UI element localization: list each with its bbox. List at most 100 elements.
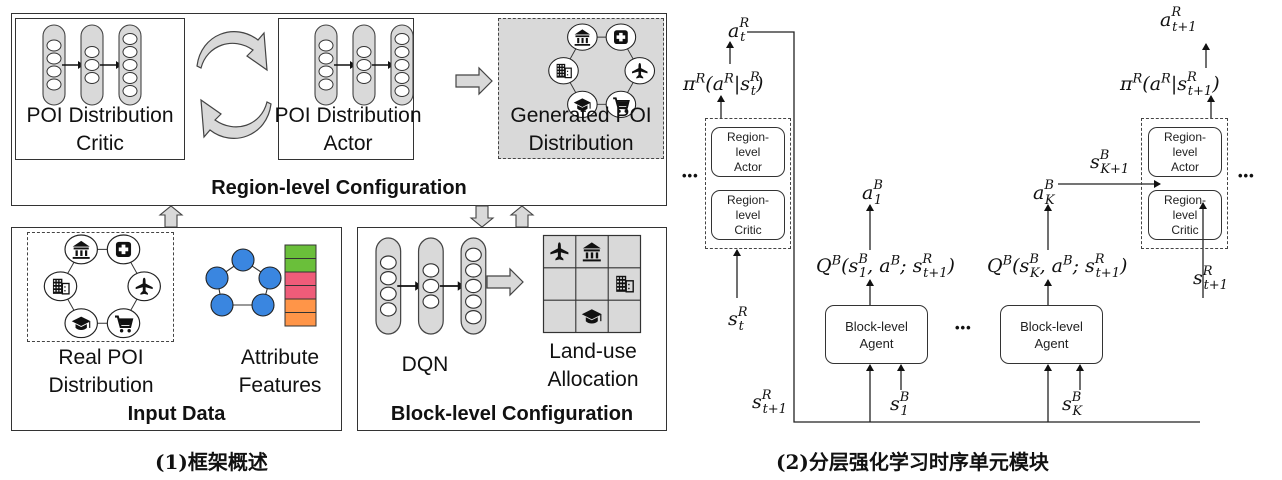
neuron [379, 255, 397, 270]
neuron [356, 59, 372, 71]
neuron [84, 46, 100, 58]
graduation-cap-icon [581, 309, 602, 324]
neuron [84, 59, 100, 71]
neuron [356, 46, 372, 58]
neuron [394, 72, 410, 84]
action-block-K: aBK [1033, 178, 1055, 208]
graduation-cap-icon [71, 316, 91, 331]
actor-network-icon [314, 24, 414, 106]
generated-poi-graph [548, 23, 656, 119]
neuron [379, 271, 397, 286]
generated-label-line1: Generated POI [510, 104, 652, 127]
refresh-cycle-icon [196, 31, 272, 139]
region-level-configuration-title: Region-level Configuration [211, 177, 467, 199]
building-icon [52, 278, 70, 295]
land-use-grid [542, 234, 642, 334]
hospital-icon [614, 30, 628, 45]
graph-node [205, 266, 229, 290]
feature-cell [284, 271, 317, 286]
neuron [318, 78, 334, 91]
neuron [46, 39, 62, 52]
critic-network-icon [42, 24, 142, 106]
neuron [122, 59, 138, 71]
ellipsis-left: ••• [682, 168, 699, 183]
real-poi-label-line2: Distribution [48, 374, 154, 397]
neuron [465, 310, 482, 325]
feature-cell [284, 244, 317, 259]
state-block-1: sB1 [890, 390, 910, 419]
landuse-label-line1: Land-use [549, 340, 637, 363]
dqn-network-icon [375, 237, 487, 335]
region-level-actor-t: Region- level Actor [711, 127, 785, 177]
neuron [318, 65, 334, 78]
state-block-K: sBK [1062, 390, 1083, 419]
neuron [122, 85, 138, 97]
bank-icon [582, 242, 601, 262]
critic-label-line1: POI Distribution [26, 104, 174, 127]
neuron [46, 65, 62, 78]
real-poi-graph [43, 234, 161, 339]
right-arrow-icon [455, 66, 493, 96]
graph-node [231, 248, 255, 272]
poi-distribution-critic-box [15, 18, 185, 160]
neuron [84, 72, 100, 84]
neuron [465, 263, 482, 278]
airplane-icon [550, 242, 569, 261]
neuron [465, 278, 482, 294]
neuron [422, 294, 440, 309]
input-data-title: Input Data [127, 403, 226, 425]
ellipsis-right: ••• [1238, 168, 1255, 183]
neuron [465, 294, 482, 309]
critic-label-line2: Critic [76, 132, 124, 155]
building-icon [556, 63, 572, 79]
state-region-t1-right: sRt+1 [1193, 264, 1228, 293]
state-region-t1-left: sRt+1 [752, 388, 787, 417]
region-module-t [705, 118, 791, 249]
region-level-actor-t1: Region- level Actor [1148, 127, 1222, 177]
hospital-icon [115, 241, 132, 257]
feature-vector-icon [284, 244, 317, 327]
action-region-t: aRt [728, 16, 750, 45]
state-block-K1: sBK+1 [1090, 148, 1130, 177]
block-level-agent-1: Block-level Agent [825, 305, 928, 364]
q-value-block-K: QB(sBK, aB; sRt+1) [987, 252, 1128, 281]
attribute-label-line2: Features [238, 374, 322, 397]
feature-cell [284, 258, 317, 273]
building-icon [616, 275, 634, 293]
real-poi-distribution-box [27, 232, 174, 342]
bank-icon [574, 29, 591, 46]
bank-icon [72, 240, 90, 259]
actor-label-line1: POI Distribution [274, 104, 422, 127]
neuron [122, 72, 138, 84]
feature-cell [284, 312, 317, 327]
neuron [122, 33, 138, 45]
action-block-1: aB1 [862, 178, 883, 208]
neuron [318, 39, 334, 52]
graduation-cap-icon [573, 98, 591, 111]
neuron [394, 33, 410, 45]
hrl-connection-lines [717, 31, 1215, 423]
neuron [394, 59, 410, 71]
graph-node [251, 293, 275, 317]
actor-label-line2: Actor [323, 132, 373, 155]
generated-poi-distribution-box [498, 18, 664, 159]
left-caption: (1)框架概述 [155, 450, 268, 474]
graph-node [258, 266, 282, 290]
q-value-block-1: QB(sB1, aB; sRt+1) [816, 252, 955, 281]
landuse-label-line2: Allocation [547, 368, 639, 391]
right-caption: (2)分层强化学习时序单元模块 [776, 450, 1049, 474]
neuron [422, 263, 440, 278]
airplane-icon [135, 277, 153, 295]
state-region-t: sRt [728, 305, 748, 334]
neuron [122, 46, 138, 58]
feature-cell [284, 298, 317, 313]
right-arrow-icon-2 [486, 267, 524, 297]
region-level-critic-t1: Region- level Critic [1148, 190, 1222, 240]
connector-arrows [158, 205, 535, 228]
action-region-t1: aRt+1 [1160, 5, 1197, 35]
airplane-icon [632, 62, 648, 79]
block-level-agent-K: Block-level Agent [1000, 305, 1103, 364]
attribute-label-line1: Attribute [240, 346, 320, 369]
neuron [318, 52, 334, 65]
neuron [394, 85, 410, 97]
